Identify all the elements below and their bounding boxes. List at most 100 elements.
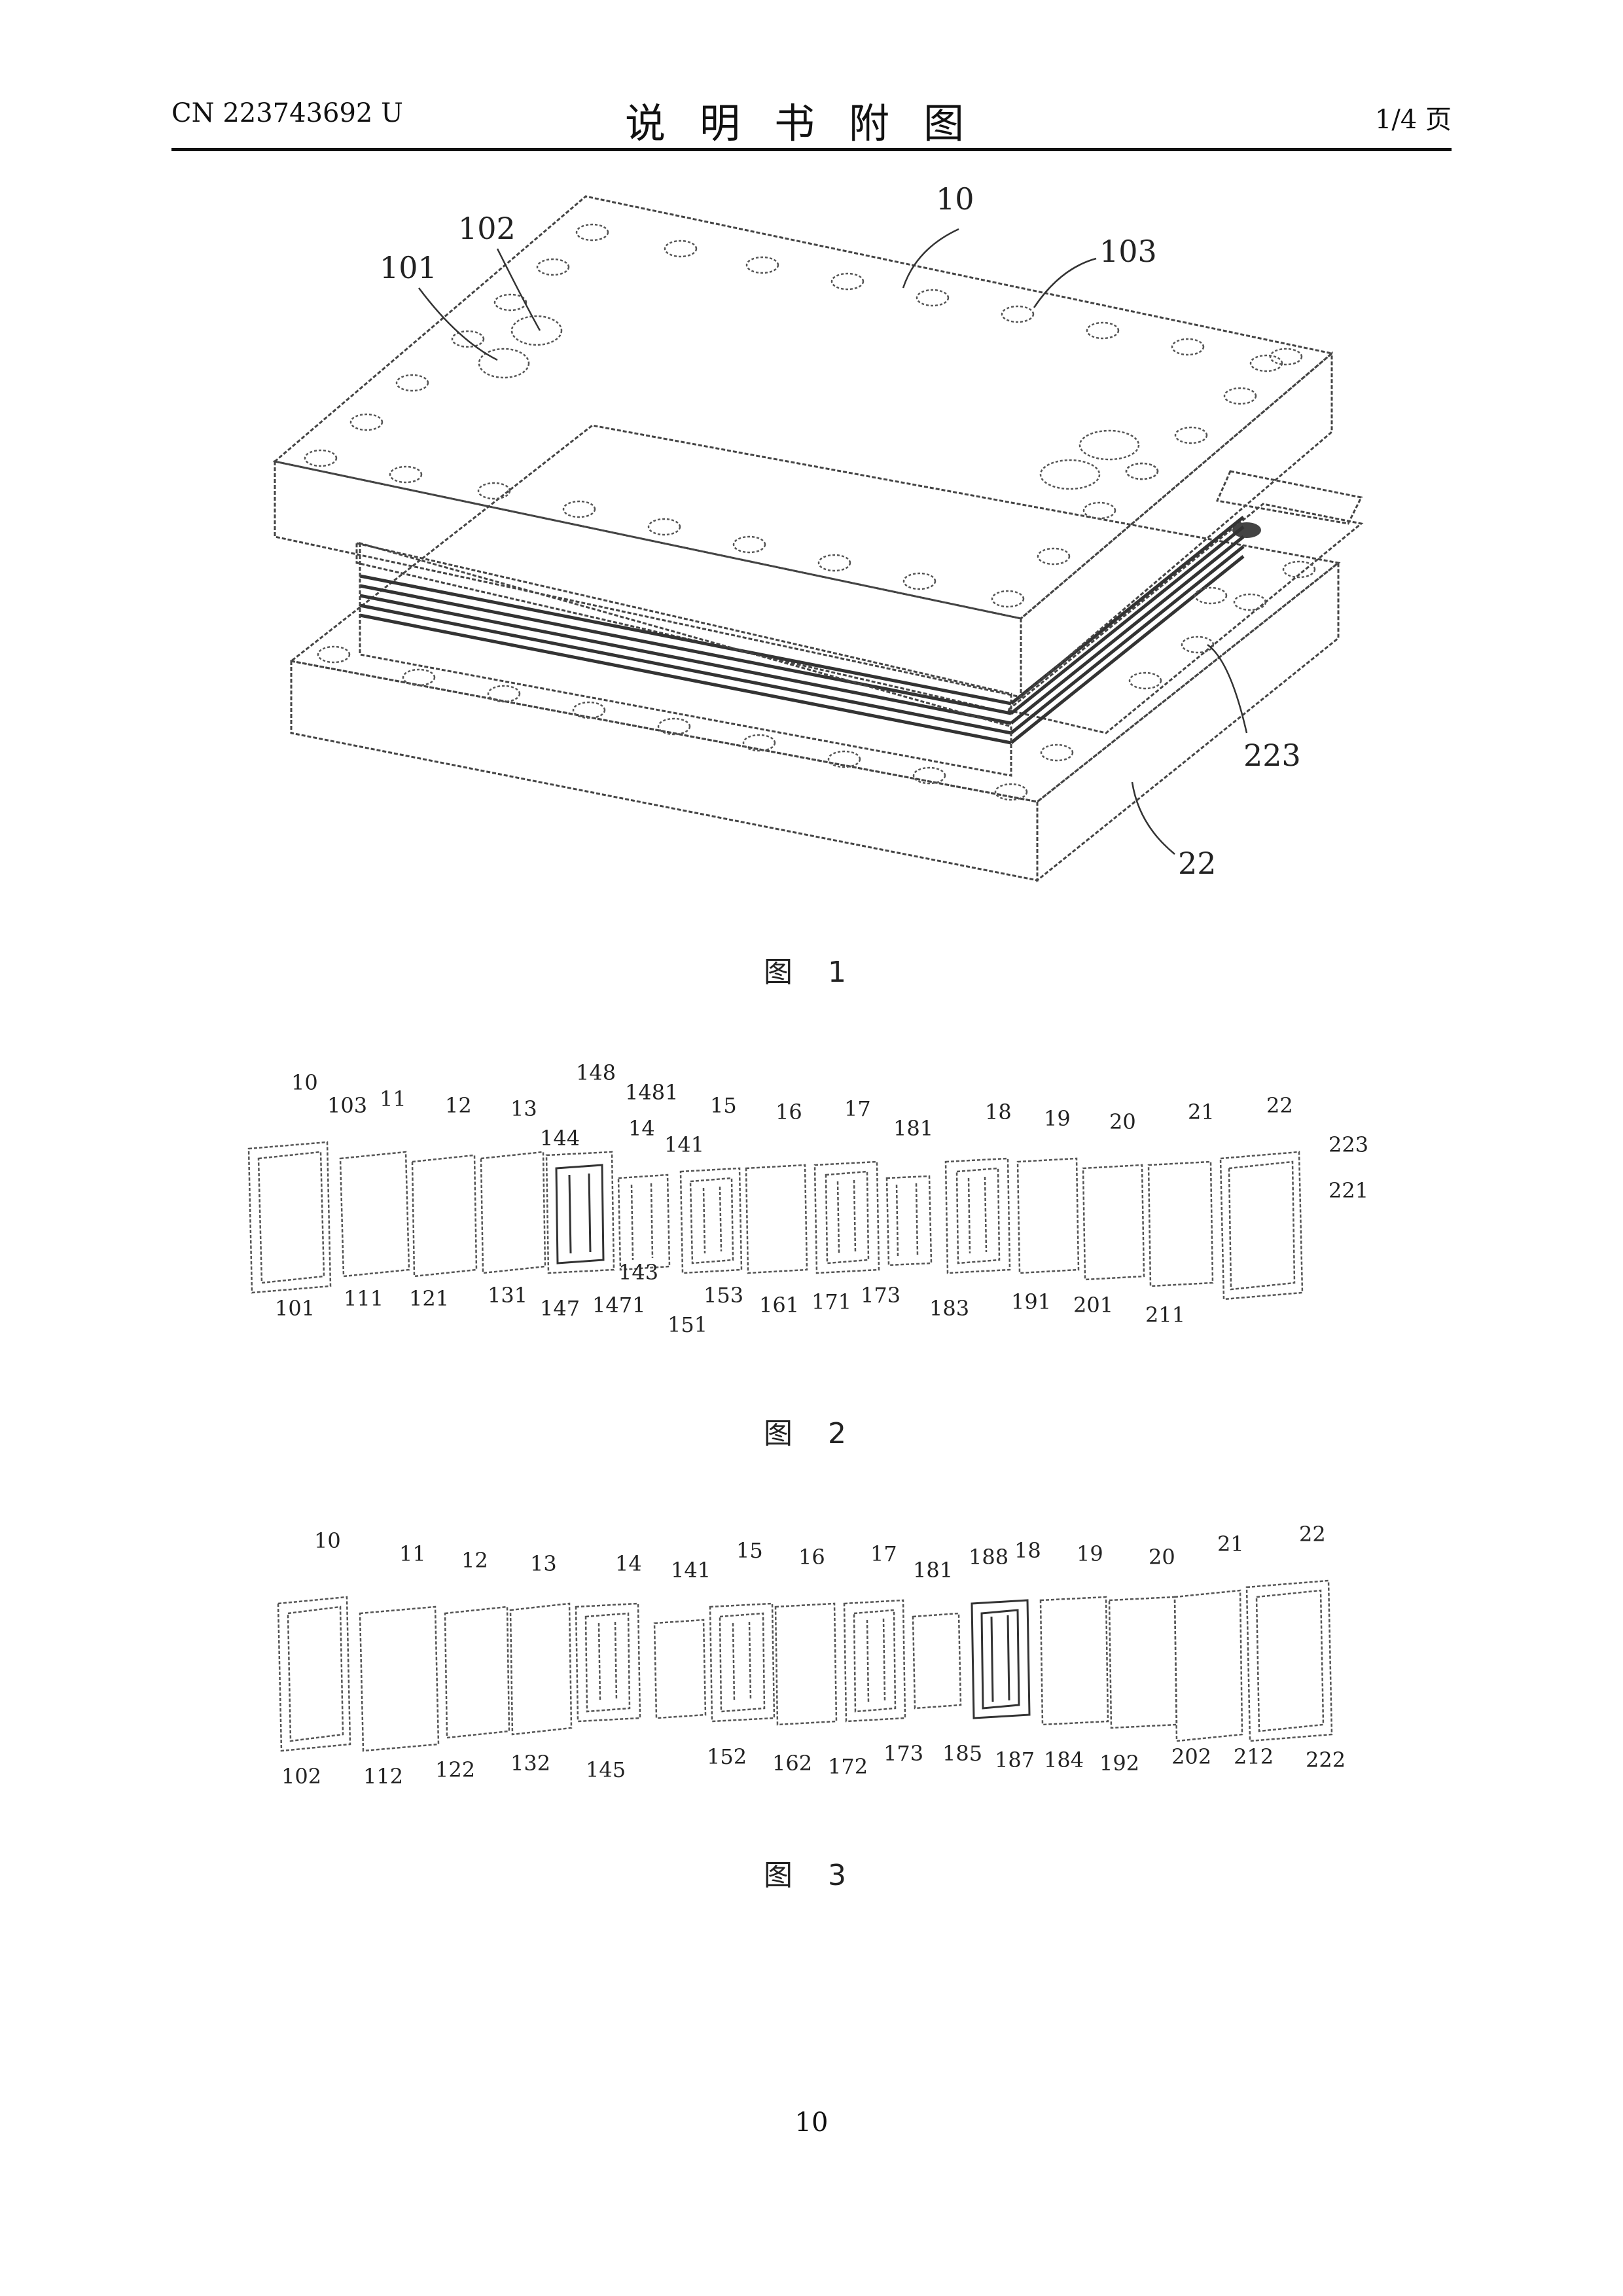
fig2-label: 17	[844, 1096, 871, 1121]
figure-3-caption: 图 3	[764, 1859, 859, 1892]
fig2-labels-top: 10 103 11 12 13 144 148 1481 14 141 15 1…	[291, 1060, 1368, 1203]
figure-2-caption: 图 2	[764, 1417, 859, 1450]
layer-stack-lines	[360, 517, 1243, 743]
fig2-label: 148	[576, 1060, 616, 1085]
fig2-label: 11	[380, 1086, 406, 1111]
layer-stack-front	[357, 543, 1011, 713]
fig2-label: 21	[1188, 1100, 1215, 1124]
fig2-label: 19	[1044, 1106, 1071, 1131]
figure-3-drawing: 10 11 12 13 14 141 15 16 17 181 188 18 1…	[278, 1522, 1346, 1892]
fig2-label: 141	[664, 1132, 704, 1157]
fig2-plates	[249, 1142, 1302, 1299]
fig2-label: 131	[488, 1283, 527, 1308]
fig2-label: 171	[812, 1289, 851, 1314]
fig2-label: 14	[628, 1116, 655, 1141]
fig2-label: 144	[540, 1126, 580, 1151]
fig2-label: 191	[1011, 1289, 1051, 1314]
fig3-label: 222	[1306, 1748, 1346, 1772]
fig2-label: 173	[861, 1283, 901, 1308]
fig2-label: 151	[668, 1312, 707, 1337]
fig2-label: 15	[710, 1093, 737, 1118]
fig3-label: 188	[969, 1545, 1008, 1570]
tab-plate	[1008, 504, 1361, 733]
fig2-label: 13	[510, 1096, 537, 1121]
fig1-label-102: 102	[458, 211, 516, 246]
fig3-label: 181	[913, 1558, 953, 1583]
fig3-label: 132	[510, 1751, 550, 1776]
fig3-label: 145	[586, 1757, 626, 1782]
fig2-label: 181	[893, 1116, 933, 1141]
fig3-label: 152	[707, 1744, 747, 1769]
fig2-label: 121	[409, 1286, 449, 1311]
leader-22	[1132, 782, 1175, 854]
page-number: 10	[0, 2108, 1623, 2138]
fig2-label: 22	[1266, 1093, 1293, 1118]
top-plate-side-face	[1021, 353, 1332, 697]
fig2-label: 101	[275, 1296, 315, 1321]
bottom-plate-side-face	[1037, 563, 1338, 880]
leader-223	[1207, 645, 1247, 733]
fig3-label: 187	[995, 1748, 1035, 1772]
fig3-label: 14	[615, 1551, 642, 1576]
fig1-label-103: 103	[1099, 234, 1157, 269]
fig3-label: 13	[530, 1551, 557, 1576]
fig3-labels-top: 10 11 12 13 14 141 15 16 17 181 188 18 1…	[314, 1522, 1326, 1583]
figure-2-drawing: 10 103 11 12 13 144 148 1481 14 141 15 1…	[249, 1060, 1368, 1450]
fig2-label: 161	[759, 1293, 799, 1318]
fig2-label: 221	[1329, 1178, 1368, 1203]
fig2-label: 1481	[625, 1080, 678, 1105]
fig2-label: 20	[1109, 1109, 1136, 1134]
fig2-label: 183	[929, 1296, 969, 1321]
fig3-label: 21	[1217, 1532, 1244, 1556]
tab-plate-top	[1217, 471, 1361, 524]
fig3-label: 10	[314, 1528, 341, 1553]
fig2-label: 12	[445, 1093, 472, 1118]
leader-101	[419, 288, 497, 360]
fig3-label: 16	[798, 1545, 825, 1570]
fig3-label: 102	[281, 1764, 321, 1789]
fig3-labels-bottom: 102 112 122 132 145 152 162 172 173 185 …	[281, 1741, 1346, 1789]
fig3-label: 172	[828, 1754, 868, 1779]
fig1-label-223: 223	[1243, 738, 1301, 773]
fig3-label: 20	[1149, 1545, 1175, 1570]
fig2-label: 147	[540, 1296, 580, 1321]
fig3-label: 185	[942, 1741, 982, 1766]
fig1-label-22: 22	[1178, 846, 1217, 881]
fig2-label: 16	[776, 1100, 802, 1124]
fig3-label: 162	[772, 1751, 812, 1776]
figure-1-caption: 图 1	[764, 956, 859, 989]
fig2-label: 103	[327, 1093, 367, 1118]
fig3-label: 15	[736, 1538, 763, 1563]
leader-103	[1034, 259, 1096, 308]
leader-10	[903, 229, 959, 288]
fig2-label: 153	[704, 1283, 743, 1308]
fig3-label: 19	[1077, 1541, 1103, 1566]
fig3-label: 17	[870, 1541, 897, 1566]
fig1-label-10: 10	[936, 181, 974, 217]
leader-102	[497, 249, 540, 331]
top-plate-holes	[305, 224, 1302, 607]
tab-hole	[1232, 522, 1261, 538]
fig3-label: 18	[1014, 1538, 1041, 1563]
fig3-label: 22	[1299, 1522, 1326, 1547]
fig3-label: 12	[461, 1548, 488, 1573]
fig2-label: 143	[618, 1260, 658, 1285]
fig3-label: 202	[1171, 1744, 1211, 1769]
fig2-label: 1471	[592, 1293, 645, 1318]
fig3-label: 173	[883, 1741, 923, 1766]
fig3-label: 122	[435, 1757, 475, 1782]
fig2-label: 111	[344, 1286, 383, 1311]
fig3-label: 212	[1234, 1744, 1274, 1769]
fig3-label: 112	[363, 1764, 403, 1789]
fig2-label: 18	[985, 1100, 1012, 1124]
fig3-label: 141	[671, 1558, 711, 1583]
fig3-label: 192	[1099, 1751, 1139, 1776]
fig2-label: 10	[291, 1070, 318, 1095]
fig3-plates	[278, 1581, 1332, 1751]
figure-1-drawing: 10 101 102 103 223 22 图 1	[275, 181, 1361, 989]
fig2-label: 223	[1329, 1132, 1368, 1157]
fig2-label: 201	[1073, 1293, 1113, 1318]
fig3-label: 11	[399, 1541, 426, 1566]
fig1-label-101: 101	[380, 250, 437, 285]
